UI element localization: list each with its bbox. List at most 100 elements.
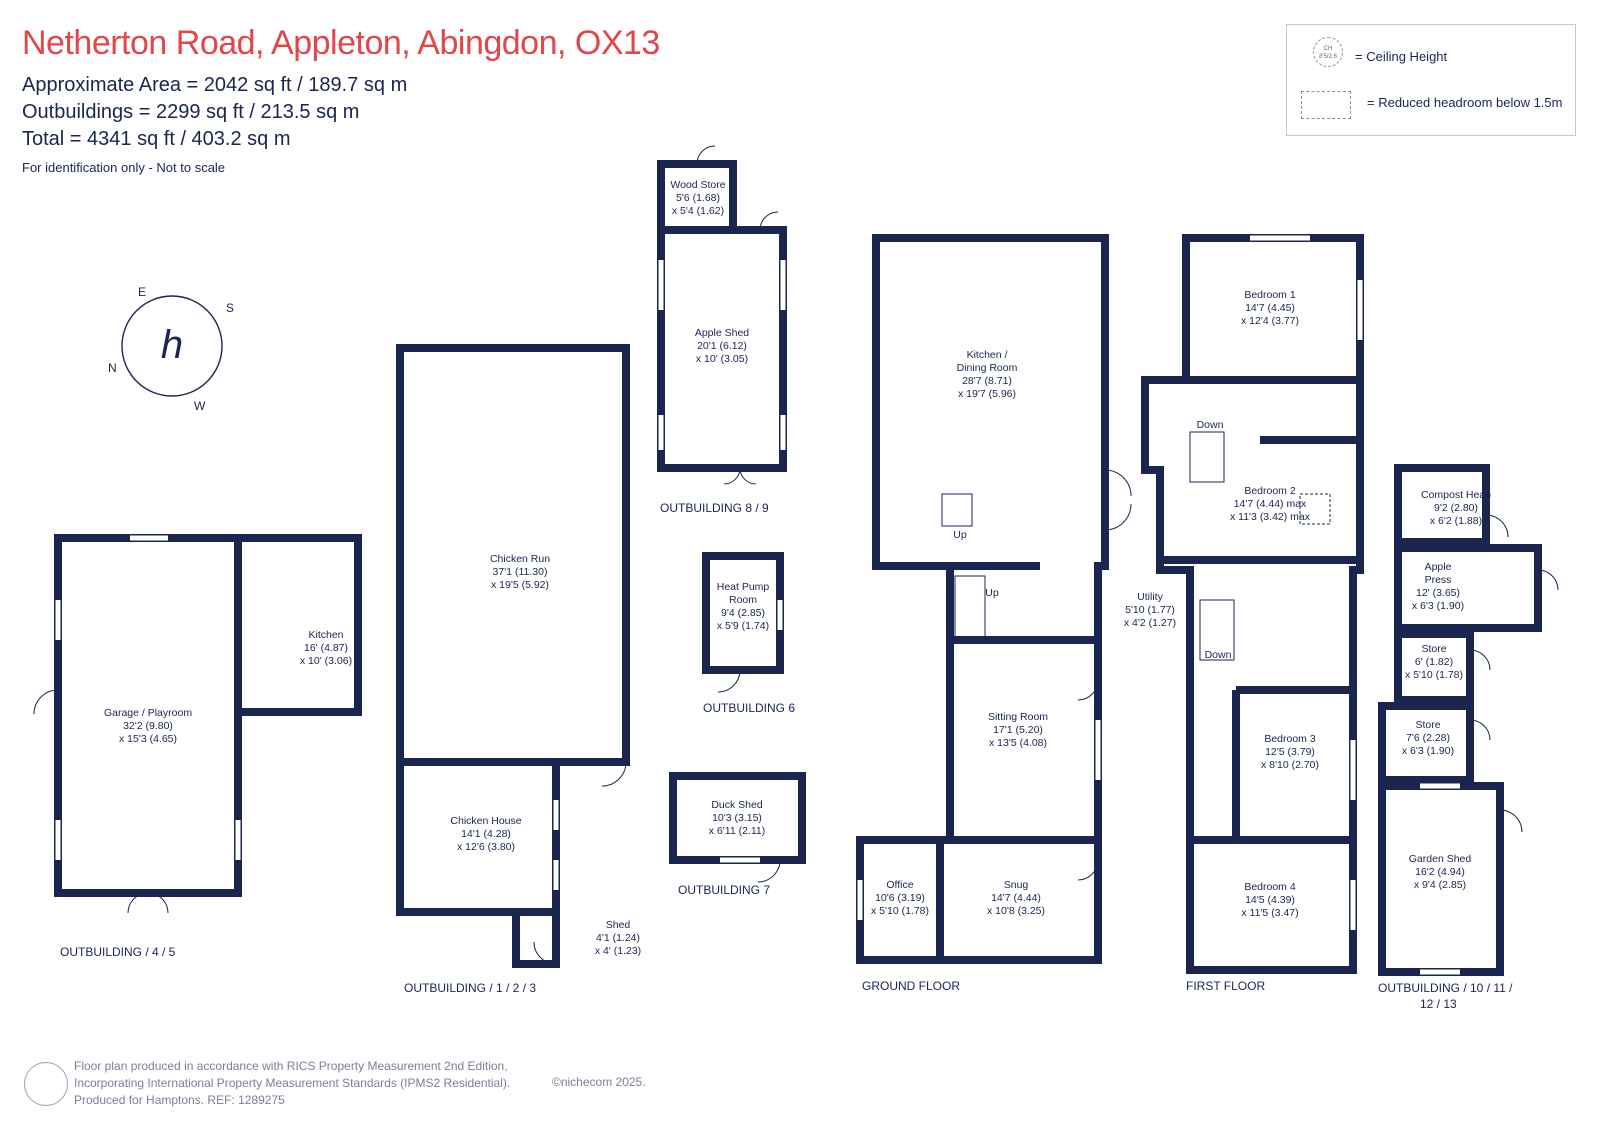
wall-duck-shed: [669, 772, 806, 864]
svg-text:x 19'5 (5.92): x 19'5 (5.92): [491, 579, 549, 591]
compass-letter-n: N: [108, 361, 117, 375]
svg-text:Dining Room: Dining Room: [957, 362, 1018, 374]
label-ground-floor: GROUND FLOOR: [862, 979, 960, 993]
svg-text:x 6'11 (2.11): x 6'11 (2.11): [709, 825, 765, 837]
svg-text:20'1 (6.12): 20'1 (6.12): [697, 340, 747, 352]
door-arc: [696, 145, 716, 165]
door-arc: [1469, 719, 1491, 741]
svg-text:Snug: Snug: [1004, 879, 1029, 891]
label-outbuilding-7: OUTBUILDING 7: [678, 883, 770, 897]
svg-text:Duck Shed: Duck Shed: [711, 799, 763, 811]
door-arc: [601, 761, 627, 787]
stairs-first: [1189, 431, 1225, 483]
svg-text:32'2 (9.80): 32'2 (9.80): [123, 720, 173, 732]
stair-label-up: Up: [953, 529, 967, 541]
svg-text:14'7 (4.44) max: 14'7 (4.44) max: [1234, 498, 1307, 510]
label-outbuilding-1-2-3: OUTBUILDING / 1 / 2 / 3: [404, 981, 536, 995]
compass-logo: h: [161, 323, 183, 367]
footer-line-1: Floor plan produced in accordance with R…: [74, 1059, 508, 1073]
wall-store-1: [1394, 630, 1474, 704]
svg-text:Bedroom 3: Bedroom 3: [1264, 733, 1316, 745]
door-arc: [759, 211, 779, 231]
svg-text:Bedroom 1: Bedroom 1: [1244, 289, 1296, 301]
svg-text:Kitchen /: Kitchen /: [967, 349, 1008, 361]
label-outbuilding-10-13-b: 12 / 13: [1420, 997, 1457, 1011]
door-arc: [717, 669, 741, 693]
door-arc: [1485, 514, 1509, 538]
svg-text:Heat Pump: Heat Pump: [717, 581, 770, 593]
wall-garage: [54, 534, 242, 897]
stair-label-down: Down: [1197, 419, 1224, 431]
svg-text:x 12'6 (3.80): x 12'6 (3.80): [457, 841, 515, 853]
stairs-ground: [941, 493, 973, 527]
wall-heat-pump-room: [702, 552, 784, 674]
svg-text:x 10' (3.06): x 10' (3.06): [300, 655, 352, 667]
svg-text:x 11'5 (3.47): x 11'5 (3.47): [1241, 907, 1298, 919]
door-arc: [1077, 679, 1099, 701]
svg-text:Garage / Playroom: Garage / Playroom: [104, 707, 192, 719]
wall-first-floor: [1141, 234, 1364, 974]
stairs-ground-2: [954, 575, 986, 639]
wall-compost-heap: [1394, 464, 1490, 546]
svg-text:Kitchen: Kitchen: [308, 629, 343, 641]
svg-text:28'7 (8.71): 28'7 (8.71): [962, 375, 1012, 387]
stair-label-down-2: Down: [1205, 649, 1232, 661]
door-arc: [757, 859, 781, 883]
svg-text:Sitting Room: Sitting Room: [988, 711, 1048, 723]
reduced-headroom-area: [1299, 493, 1331, 525]
room-bedroom-4: Bedroom 414'5 (4.39)x 11'5 (3.47): [1241, 881, 1298, 919]
svg-text:Bedroom 2: Bedroom 2: [1244, 485, 1296, 497]
svg-text:7'6 (2.28): 7'6 (2.28): [1406, 732, 1450, 744]
svg-text:x 6'3 (1.90): x 6'3 (1.90): [1412, 600, 1464, 612]
label-outbuilding-8-9: OUTBUILDING 8 / 9: [660, 501, 769, 515]
svg-text:10'3 (3.15): 10'3 (3.15): [712, 812, 762, 824]
compass-letter-w: W: [194, 399, 206, 413]
svg-text:Shed: Shed: [606, 919, 631, 931]
door-arc: [533, 941, 557, 965]
svg-text:x 10' (3.05): x 10' (3.05): [696, 353, 748, 365]
ceiling-height-icon: CH 8'5/2.6: [1313, 37, 1343, 67]
svg-text:Room: Room: [729, 594, 757, 606]
svg-text:x 9'4 (2.85): x 9'4 (2.85): [1414, 879, 1466, 891]
legend-reduced-headroom: = Reduced headroom below 1.5m: [1367, 95, 1563, 110]
svg-text:Press: Press: [1425, 574, 1452, 586]
svg-text:12' (3.65): 12' (3.65): [1416, 587, 1460, 599]
svg-text:37'1 (11.30): 37'1 (11.30): [493, 566, 548, 578]
door-arc: [33, 689, 59, 715]
reduced-headroom-icon: [1301, 91, 1351, 119]
wall-garden-shed: [1378, 782, 1504, 976]
footer-line-3: Produced for Hamptons. REF: 1289275: [74, 1093, 285, 1107]
door-arc: [1469, 649, 1491, 671]
svg-text:16'2 (4.94): 16'2 (4.94): [1415, 866, 1465, 878]
label-outbuilding-4-5: OUTBUILDING / 4 / 5: [60, 945, 176, 959]
svg-text:Store: Store: [1415, 719, 1440, 731]
wall-shed: [512, 908, 560, 968]
door-arc: [1499, 809, 1523, 833]
svg-text:x 6'3 (1.90): x 6'3 (1.90): [1402, 745, 1454, 757]
svg-text:5'10 (1.77): 5'10 (1.77): [1125, 604, 1175, 616]
compass-rose: [121, 295, 223, 397]
svg-text:x 19'7 (5.96): x 19'7 (5.96): [958, 388, 1016, 400]
wall-ground-floor-lower: [936, 562, 1098, 960]
disclaimer: For identification only - Not to scale: [22, 160, 226, 175]
stair-label-up-2: Up: [985, 587, 999, 599]
svg-text:x 15'3 (4.65): x 15'3 (4.65): [119, 733, 177, 745]
wall-apple-press: [1394, 544, 1542, 632]
wall-ground-floor-upper: [856, 234, 1109, 964]
svg-text:x 4'2 (1.27): x 4'2 (1.27): [1124, 617, 1176, 629]
svg-text:14'7 (4.45): 14'7 (4.45): [1245, 302, 1295, 314]
svg-text:14'5 (4.39): 14'5 (4.39): [1245, 894, 1295, 906]
svg-text:Compost Heap: Compost Heap: [1421, 489, 1491, 501]
